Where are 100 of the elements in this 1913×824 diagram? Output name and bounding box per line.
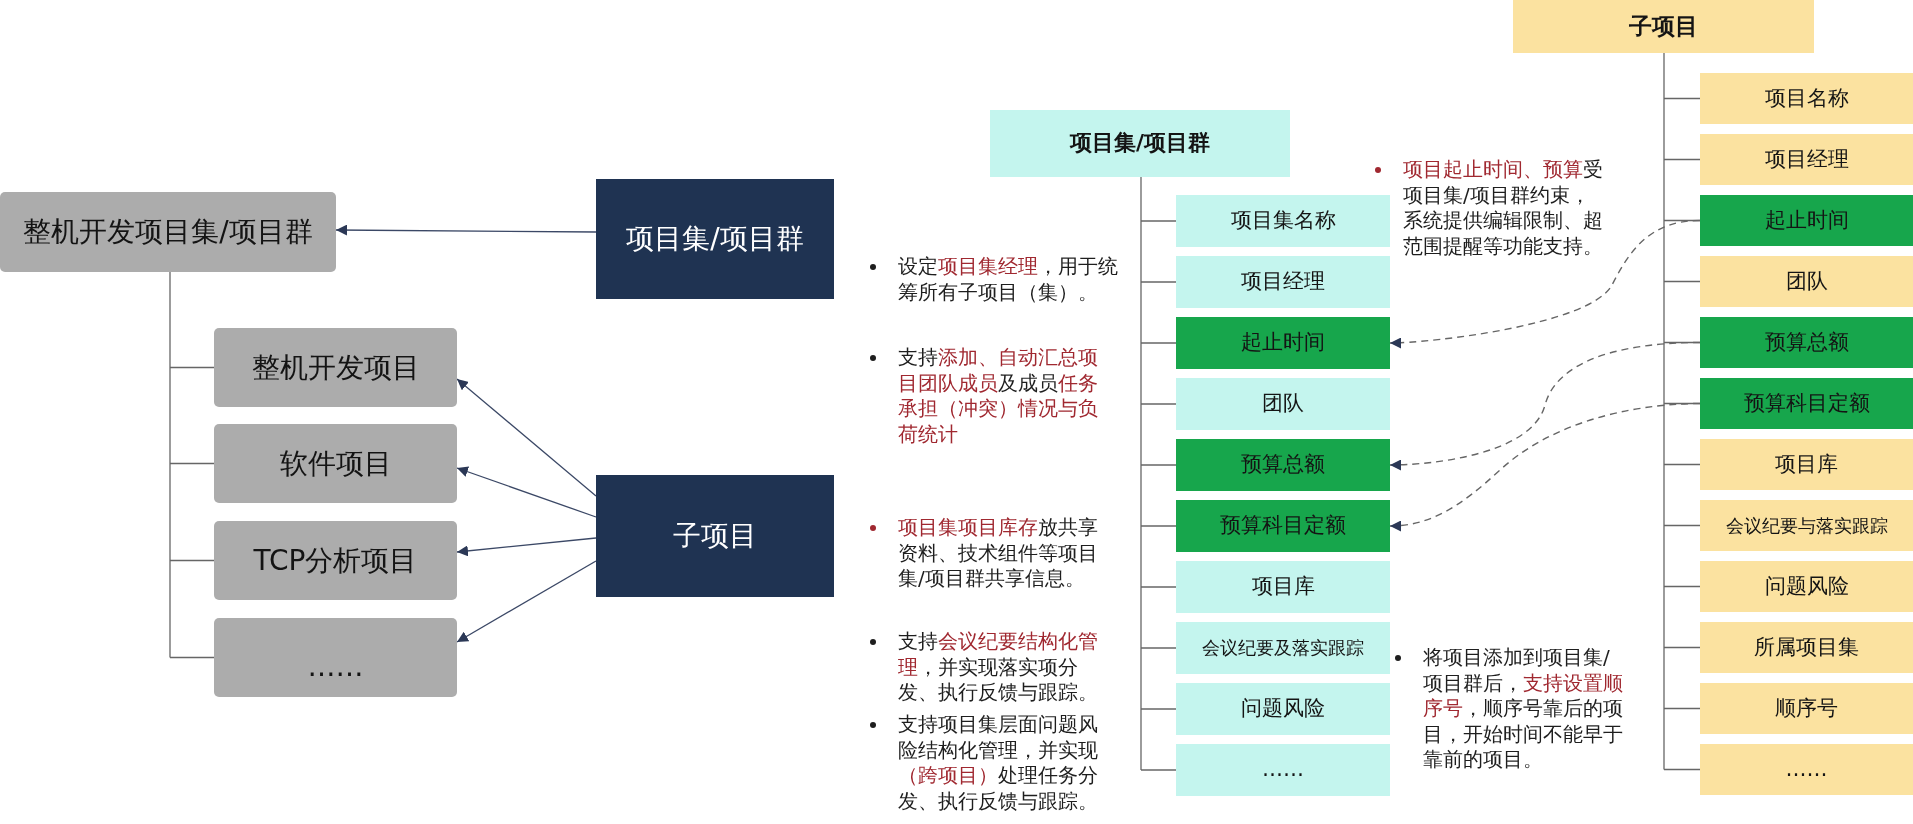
field-label: 会议纪要及落实跟踪 bbox=[1202, 637, 1364, 659]
connector-line bbox=[169, 366, 215, 369]
connector-line bbox=[1663, 463, 1701, 466]
note-text: 项目起止时间、预算受项目集/项目群约束，系统提供编辑限制、超范围提醒等功能支持。 bbox=[1403, 157, 1604, 259]
field-box bbox=[1700, 134, 1913, 185]
field-box bbox=[1176, 195, 1390, 247]
connector-line bbox=[1663, 585, 1701, 588]
field-label: 起止时间 bbox=[1241, 330, 1325, 356]
connector-line bbox=[1663, 707, 1701, 710]
field-label: 项目名称 bbox=[1764, 85, 1849, 112]
connector-line bbox=[1140, 281, 1177, 283]
connector-line bbox=[1663, 158, 1701, 161]
field-box bbox=[1700, 622, 1913, 673]
category-box bbox=[596, 179, 834, 299]
field-label: 顺序号 bbox=[1775, 695, 1838, 722]
arrow bbox=[335, 224, 597, 236]
field-box bbox=[1176, 256, 1390, 308]
dashed-arrow bbox=[1389, 341, 1701, 471]
field-label: 预算总额 bbox=[1241, 452, 1325, 478]
category-box bbox=[596, 475, 834, 597]
project-box bbox=[214, 521, 457, 600]
field-box bbox=[1700, 256, 1913, 307]
field-box bbox=[1700, 744, 1913, 795]
connector-line bbox=[1140, 464, 1177, 466]
arrow bbox=[456, 560, 597, 643]
field-label: 团队 bbox=[1785, 268, 1828, 295]
dashed-arrow bbox=[1389, 219, 1701, 349]
field-label: 所属项目集 bbox=[1754, 634, 1859, 661]
connector-line bbox=[1663, 646, 1701, 649]
note-text: 将项目添加到项目集/项目群后，支持设置顺序号，顺序号靠后的项目，开始时间不能早于靠前的项目。 bbox=[1423, 645, 1624, 773]
highlighted-field-box bbox=[1176, 317, 1390, 369]
category-title: 项目集/项目群 bbox=[626, 222, 804, 256]
project-title: …… bbox=[307, 649, 364, 684]
connector-line bbox=[1140, 647, 1177, 649]
field-label: 项目库 bbox=[1775, 451, 1838, 478]
note-text: 支持项目集层面问题风险结构化管理，并实现（跨项目）处理任务分发、执行反馈与跟踪。 bbox=[898, 712, 1099, 814]
field-box bbox=[1176, 744, 1390, 796]
header-box bbox=[990, 110, 1290, 177]
connector-line bbox=[169, 462, 215, 465]
connector-line bbox=[1663, 280, 1701, 283]
field-box bbox=[1700, 73, 1913, 124]
field-label: 项目集名称 bbox=[1230, 208, 1336, 234]
highlighted-field-box bbox=[1176, 500, 1390, 552]
field-label: 预算科目定额 bbox=[1220, 513, 1346, 539]
connector-line bbox=[1140, 586, 1177, 588]
connector-line bbox=[1140, 403, 1177, 405]
connector-line bbox=[1140, 176, 1142, 771]
header-box bbox=[1513, 0, 1814, 53]
field-label: 起止时间 bbox=[1764, 207, 1849, 234]
highlighted-field-box bbox=[1700, 195, 1913, 246]
arrow bbox=[456, 537, 597, 557]
connector-line bbox=[1663, 768, 1701, 771]
connector-line bbox=[1663, 52, 1665, 771]
project-title: TCP分析项目 bbox=[253, 543, 418, 578]
connector-line bbox=[1663, 524, 1701, 527]
field-box bbox=[1700, 500, 1913, 551]
field-box bbox=[1176, 683, 1390, 735]
connector-line bbox=[1140, 342, 1177, 344]
category-title: 子项目 bbox=[673, 519, 757, 553]
dashed-arrow bbox=[1389, 402, 1701, 532]
project-title: 整机开发项目集/项目群 bbox=[23, 215, 313, 249]
header-title: 项目集/项目群 bbox=[1069, 130, 1210, 157]
project-box bbox=[214, 618, 457, 697]
connector-line bbox=[1140, 525, 1177, 527]
field-label: 项目经理 bbox=[1241, 269, 1325, 295]
note-text: 设定项目集经理，用于统筹所有子项目（集）。 bbox=[898, 254, 1119, 305]
connector-line bbox=[1140, 769, 1177, 771]
connector-line bbox=[1663, 97, 1701, 100]
header-title: 子项目 bbox=[1629, 12, 1698, 41]
field-label: …… bbox=[1785, 756, 1828, 783]
field-box bbox=[1700, 439, 1913, 490]
highlighted-field-box bbox=[1700, 378, 1913, 429]
connector-line bbox=[1140, 708, 1177, 710]
field-box bbox=[1700, 683, 1913, 734]
field-label: 预算科目定额 bbox=[1743, 390, 1870, 417]
field-label: …… bbox=[1262, 757, 1304, 783]
field-label: 问题风险 bbox=[1764, 573, 1849, 600]
connector-line bbox=[169, 656, 215, 659]
field-box bbox=[1176, 378, 1390, 430]
field-label: 会议纪要与落实跟踪 bbox=[1725, 514, 1888, 537]
field-label: 项目库 bbox=[1251, 574, 1315, 600]
project-title: 软件项目 bbox=[279, 446, 392, 481]
project-box bbox=[214, 424, 457, 503]
field-label: 团队 bbox=[1262, 391, 1304, 417]
field-box bbox=[1176, 622, 1390, 674]
note-text: 支持添加、自动汇总项目团队成员及成员任务承担（冲突）情况与负荷统计 bbox=[898, 345, 1099, 447]
arrow bbox=[456, 466, 597, 518]
field-label: 预算总额 bbox=[1764, 329, 1849, 356]
connector-line bbox=[169, 271, 171, 659]
project-box bbox=[214, 328, 457, 407]
note-text: 支持会议纪要结构化管理，并实现落实项分发、执行反馈与跟踪。 bbox=[898, 629, 1099, 706]
field-box bbox=[1700, 561, 1913, 612]
highlighted-field-box bbox=[1176, 439, 1390, 491]
highlighted-field-box bbox=[1700, 317, 1913, 368]
field-label: 项目经理 bbox=[1764, 146, 1849, 173]
connector-line bbox=[169, 559, 215, 562]
project-box bbox=[0, 192, 336, 272]
arrow bbox=[456, 378, 597, 497]
field-label: 问题风险 bbox=[1241, 696, 1325, 722]
connector-line bbox=[1140, 220, 1177, 222]
